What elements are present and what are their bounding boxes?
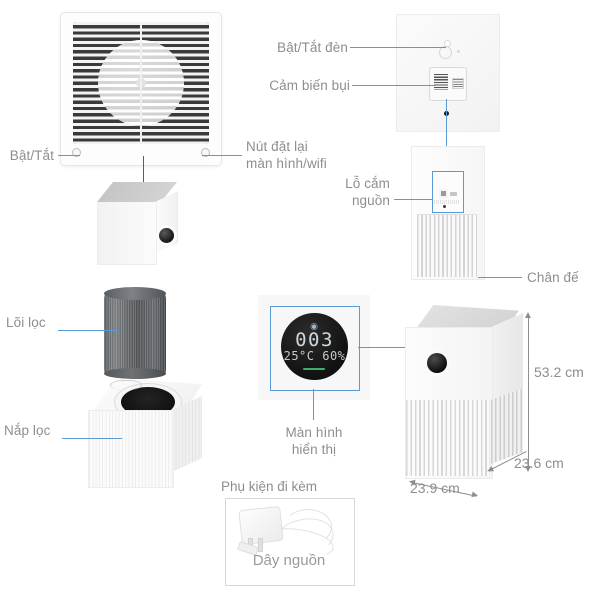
power-socket-plug bbox=[439, 189, 448, 198]
cube-display-knob bbox=[159, 228, 174, 243]
display-temp-humidity: 25°C 60% bbox=[283, 349, 346, 363]
prong-right bbox=[258, 538, 263, 552]
power-cord-loop-1 bbox=[284, 509, 332, 545]
label-accessory-heading: Phụ kiện đi kèm bbox=[221, 479, 318, 494]
label-light-toggle: Bật/Tắt đèn bbox=[277, 40, 348, 55]
wifi-icon: ◉ bbox=[310, 321, 318, 331]
rear-body-grille bbox=[417, 214, 477, 277]
leader-display-to-unit bbox=[358, 347, 432, 348]
label-filter-core: Lõi lọc bbox=[6, 315, 46, 330]
display-highlight-box bbox=[270, 306, 360, 391]
filter-core-illustration bbox=[104, 287, 166, 379]
filter-cover-illustration bbox=[88, 378, 206, 490]
dim-height-line bbox=[528, 318, 529, 466]
leader-dust-sensor bbox=[352, 85, 436, 86]
dim-width-arrow-right bbox=[471, 491, 479, 499]
power-socket-highlight bbox=[432, 171, 464, 213]
filter-core-body bbox=[104, 293, 166, 375]
leader-power-socket bbox=[394, 199, 432, 200]
label-power-socket: Lỗ cắm nguồn bbox=[345, 176, 390, 208]
unit-side-grille bbox=[491, 388, 523, 464]
power-button-screw-left[interactable] bbox=[72, 148, 81, 157]
dim-depth-text: 23.6 cm bbox=[514, 455, 564, 471]
reset-button-screw-right[interactable] bbox=[201, 148, 210, 157]
purifier-unit-illustration bbox=[405, 305, 535, 480]
fan-grille-inner bbox=[73, 22, 209, 144]
label-display-screen: Màn hình hiển thị bbox=[285, 425, 343, 457]
leader-power-toggle bbox=[58, 155, 80, 156]
light-indicator-dot bbox=[445, 41, 450, 46]
display-pm-value: 003 bbox=[295, 329, 334, 351]
leader-display-caption bbox=[313, 389, 314, 420]
label-power-toggle: Bật/Tắt bbox=[9, 148, 54, 163]
dust-sensor-grille-large bbox=[434, 74, 448, 90]
filter-core-ridges bbox=[104, 293, 166, 375]
leader-light-toggle bbox=[350, 47, 446, 48]
light-toggle-ring[interactable] bbox=[439, 46, 452, 59]
leader-filter-core bbox=[58, 330, 118, 331]
dim-height-arrow-top bbox=[524, 312, 531, 318]
leader-fan-to-cube bbox=[143, 156, 144, 186]
label-reset-button: Nút đặt lại màn hình/wifi bbox=[246, 139, 327, 171]
dust-sensor-grille-small bbox=[452, 78, 464, 89]
top-unit-cube bbox=[97, 182, 189, 270]
leader-reset-button bbox=[202, 155, 242, 156]
label-base-stand: Chân đế bbox=[527, 270, 579, 285]
label-accessory-caption: Dây nguồn bbox=[252, 552, 326, 569]
cube-top-face bbox=[97, 182, 177, 202]
leader-base-stand bbox=[478, 277, 522, 278]
power-socket-slot bbox=[450, 192, 457, 196]
label-filter-cover: Nắp lọc bbox=[4, 423, 51, 438]
filter-cover-side-face bbox=[172, 396, 202, 472]
filter-core-top bbox=[104, 287, 166, 300]
power-socket-text-mark bbox=[434, 200, 460, 204]
fan-grille-illustration bbox=[60, 12, 222, 166]
grille-center-spine bbox=[140, 22, 142, 144]
leader-filter-cover bbox=[62, 438, 122, 439]
unit-display-knob bbox=[427, 353, 447, 373]
unit-front-grille bbox=[406, 400, 490, 476]
label-dust-sensor: Cảm biến bụi bbox=[269, 78, 350, 93]
leader-sensor-to-port bbox=[446, 99, 447, 172]
dim-height-text: 53.2 cm bbox=[534, 364, 584, 380]
cube-front-face bbox=[97, 202, 157, 265]
filter-cover-handle bbox=[110, 380, 142, 390]
filter-cover-front-face bbox=[88, 410, 174, 488]
dim-width-text: 23.9 cm bbox=[410, 480, 460, 496]
display-status-bar bbox=[303, 368, 325, 370]
power-socket-dot bbox=[443, 205, 446, 208]
filter-core-bottom bbox=[104, 368, 166, 379]
dim-height-arrow-bottom bbox=[524, 466, 531, 472]
light-secondary-dot bbox=[457, 50, 460, 53]
